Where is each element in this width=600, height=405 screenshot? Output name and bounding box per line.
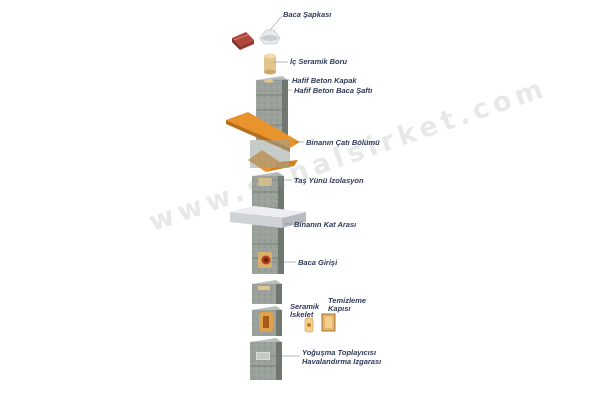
- label-light-cover: Hafif Beton Kapak: [292, 76, 357, 85]
- inner-ceramic-pipe-icon: [264, 53, 276, 75]
- ceramic-frame-icon: [304, 317, 314, 333]
- label-light-shaft: Hafif Beton Baca Şaftı: [294, 86, 373, 95]
- flue-inlet-icon: [258, 252, 272, 268]
- label-inner-pipe: İç Seramik Boru: [290, 57, 348, 66]
- roof-timber-icon: [226, 112, 300, 172]
- label-clean-door-1: Temizleme: [328, 296, 367, 305]
- label-stone-wool: Taş Yünü İzolasyon: [294, 176, 364, 185]
- label-clean-door-2: Kapısı: [328, 304, 351, 313]
- label-condensate-1: Yoğuşma Toplayıcısı: [302, 348, 377, 357]
- ceramic-frame-block: [252, 306, 282, 336]
- label-condensate-2: Havalandırma Izgarası: [302, 357, 382, 366]
- leader-lines: [269, 15, 304, 357]
- cleaning-door-icon: [321, 313, 336, 332]
- label-floor: Binanın Kat Arası: [294, 220, 357, 229]
- base-shaft-block: [250, 338, 282, 380]
- white-cap-icon: [259, 29, 281, 45]
- label-flue-inlet: Baca Girişi: [298, 258, 338, 267]
- label-ceramic-frame-1: Seramik: [290, 302, 320, 311]
- label-roof: Binanın Çatı Bölümü: [306, 138, 380, 147]
- chimney-cap-icon: [232, 32, 254, 50]
- lower-shaft-block: [252, 280, 282, 304]
- label-cap: Baca Şapkası: [283, 10, 332, 19]
- label-ceramic-frame-2: İskelet: [290, 310, 314, 319]
